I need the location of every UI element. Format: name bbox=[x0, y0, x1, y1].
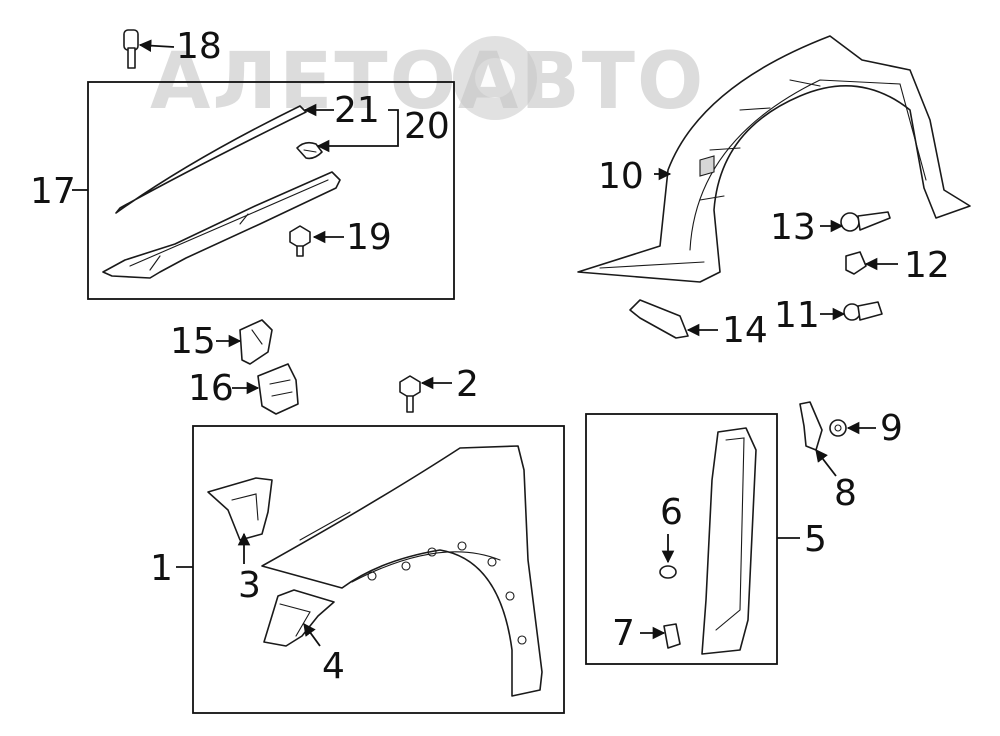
part-10-liner bbox=[577, 35, 971, 283]
frame-5 bbox=[585, 413, 778, 665]
callout-3: 3 bbox=[238, 565, 261, 606]
part-3-bracket bbox=[207, 477, 273, 541]
part-7-clip bbox=[663, 623, 681, 649]
part-6-grommet bbox=[659, 565, 677, 579]
callout-18: 18 bbox=[176, 26, 222, 67]
part-12-nut bbox=[845, 251, 867, 275]
callout-20: 20 bbox=[404, 106, 450, 147]
callout-2: 2 bbox=[456, 364, 479, 405]
part-20-clip bbox=[296, 141, 323, 160]
callout-14: 14 bbox=[722, 310, 768, 351]
part-4-bracket bbox=[263, 589, 335, 647]
part-1-fender bbox=[261, 445, 543, 697]
callout-9: 9 bbox=[880, 408, 903, 449]
callout-11: 11 bbox=[774, 295, 820, 336]
callout-1: 1 bbox=[150, 548, 173, 589]
part-13-screw bbox=[840, 211, 891, 232]
frame-1 bbox=[192, 425, 565, 714]
callout-21: 21 bbox=[334, 90, 380, 131]
part-14-bracket bbox=[629, 299, 689, 339]
watermark-gear-icon bbox=[453, 36, 537, 120]
callout-4: 4 bbox=[322, 646, 345, 687]
callout-19: 19 bbox=[346, 217, 392, 258]
callout-15: 15 bbox=[170, 321, 216, 362]
callout-8: 8 bbox=[834, 473, 857, 514]
callout-13: 13 bbox=[770, 207, 816, 248]
callout-5: 5 bbox=[804, 519, 827, 560]
callout-16: 16 bbox=[188, 368, 234, 409]
callout-10: 10 bbox=[598, 156, 644, 197]
callout-labels: 18 21 20 19 17 15 16 2 1 3 4 5 6 7 8 9 1… bbox=[30, 26, 950, 687]
part-11-clip bbox=[843, 301, 883, 321]
part-17-garnish bbox=[102, 171, 341, 279]
callout-12: 12 bbox=[904, 245, 950, 286]
part-18-pin bbox=[123, 29, 139, 69]
callout-6: 6 bbox=[660, 492, 683, 533]
callout-7: 7 bbox=[612, 613, 635, 654]
part-9-screw bbox=[829, 419, 847, 437]
part-8-bracket bbox=[799, 401, 823, 451]
callout-17: 17 bbox=[30, 171, 76, 212]
part-16-insulator bbox=[257, 363, 299, 415]
part-15-insulator bbox=[239, 319, 273, 365]
part-5-seal bbox=[701, 427, 757, 655]
leader-lines bbox=[72, 39, 898, 647]
part-19-bolt bbox=[289, 225, 311, 257]
part-2-bolt bbox=[399, 375, 421, 413]
